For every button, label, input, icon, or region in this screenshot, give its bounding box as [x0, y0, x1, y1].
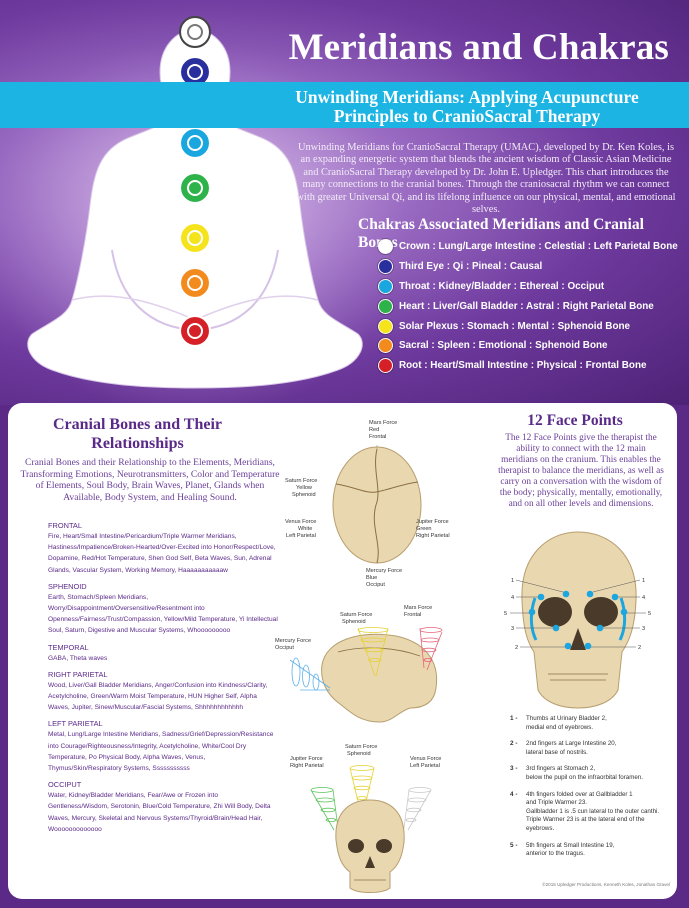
chakra-legend: Crown : Lung/Large Intestine : Celestial… — [378, 237, 678, 376]
bone-title: TEMPORAL — [48, 642, 89, 652]
face-points-intro: The 12 Face Points give the therapist th… — [498, 433, 664, 509]
chakra-legend-item: Sacral : Spleen : Emotional : Sphenoid B… — [378, 336, 678, 356]
bone-title: FRONTAL — [48, 521, 82, 530]
bone-title: RIGHT PARIETAL — [48, 669, 108, 679]
face-points-heading: 12 Face Points — [527, 412, 623, 429]
chakra-legend-item: Throat : Kidney/Bladder : Ethereal : Occ… — [378, 277, 678, 297]
heart-chakra-icon — [179, 172, 211, 204]
copyright: ©2015 Upledger Productions, Kenneth Kole… — [542, 882, 670, 887]
bone-description: Earth, Stomach/Spleen Meridians, Worry/D… — [48, 593, 278, 635]
cranial-bone-item: LEFT PARIETAL Metal, Lung/Large Intestine… — [48, 719, 278, 774]
chakra-legend-item: Crown : Lung/Large Intestine : Celestial… — [378, 237, 678, 257]
cranial-bones-list: FRONTAL Fire, Heart/Small Intestine/Peric… — [48, 521, 278, 841]
bone-description: Fire, Heart/Small Intestine/Pericardium/… — [48, 533, 276, 574]
solar-plexus-icon — [378, 318, 393, 334]
cranial-bones-intro: Cranial Bones and their Relationship to … — [20, 457, 280, 503]
face-point-item: 2 - 2nd fingers at Large Intestine 20, la… — [510, 740, 670, 757]
crown-icon — [378, 239, 393, 255]
chakra-label: Throat : Kidney/Bladder : Ethereal : Occ… — [399, 280, 605, 292]
cranial-bones-heading: Cranial Bones and Their Relationships — [52, 416, 223, 452]
bone-description: Water, Kidney/Bladder Meridians, Fear/Aw… — [48, 792, 271, 833]
face-point-num: 2 - — [510, 740, 518, 748]
chakra-label: Crown : Lung/Large Intestine : Celestial… — [399, 241, 678, 253]
cranial-bone-item: OCCIPUT Water, Kidney/Bladder Meridians, … — [48, 780, 278, 835]
throat-icon — [378, 278, 393, 294]
bone-title: OCCIPUT — [48, 780, 82, 790]
third-eye-icon — [378, 259, 393, 275]
chakra-legend-item: Heart : Liver/Gall Bladder : Astral : Ri… — [378, 296, 678, 316]
throat-chakra-icon — [179, 127, 211, 159]
cranial-bone-item: TEMPORAL GABA, Theta waves — [48, 643, 278, 664]
chakra-legend-item: Root : Heart/Small Intestine : Physical … — [378, 356, 678, 376]
meditating-figure — [0, 29, 405, 405]
subtitle-banner — [0, 82, 689, 128]
face-point-text: 5th fingers at Small Intestine 19, anter… — [526, 841, 615, 858]
chakra-panel — [0, 0, 689, 405]
face-point-num: 4 - — [510, 790, 518, 798]
root-icon — [378, 358, 393, 374]
bone-description: Metal, Lung/Large Intestine Meridians, S… — [48, 731, 274, 773]
face-point-num: 1 - — [510, 715, 518, 722]
cranial-bone-item: SPHENOID Earth, Stomach/Spleen Meridians,… — [48, 582, 278, 637]
bone-title: SPHENOID — [48, 581, 87, 591]
sacral-chakra-icon — [179, 267, 211, 299]
chakra-label: Solar Plexus : Stomach : Mental : Spheno… — [399, 320, 630, 332]
sacral-icon — [378, 338, 393, 354]
heart-icon — [378, 298, 393, 314]
face-point-text: 4th fingers folded over at Gallbladder 1… — [526, 790, 660, 832]
page-title: Meridians and Chakras — [288, 27, 669, 68]
face-point-text: Thumbs at Urinary Bladder 2, medial end … — [526, 715, 607, 731]
face-point-item: 5 - 5th fingers at Small Intestine 19, an… — [510, 842, 670, 859]
crown-chakra-icon — [179, 16, 211, 48]
chakra-legend-item: Third Eye : Qi : Pineal : Causal — [378, 257, 678, 277]
face-point-item: 1 - Thumbs at Urinary Bladder 2, medial e… — [510, 715, 670, 732]
face-point-num: 5 - — [510, 841, 518, 849]
chakra-label: Sacral : Spleen : Emotional : Sphenoid B… — [399, 340, 608, 352]
face-point-text: 2nd fingers at Large Intestine 20, later… — [526, 740, 617, 756]
chakra-label: Root : Heart/Small Intestine : Physical … — [399, 360, 647, 372]
bone-description: Wood, Liver/Gall Bladder Meridians, Ange… — [48, 681, 268, 712]
face-point-item: 4 - 4th fingers folded over at Gallbladde… — [510, 791, 670, 834]
subtitle: Unwinding Meridians: Applying Acupunctur… — [295, 87, 639, 126]
face-points-list: 1 - Thumbs at Urinary Bladder 2, medial e… — [510, 715, 670, 867]
chakra-legend-item: Solar Plexus : Stomach : Mental : Spheno… — [378, 316, 678, 336]
face-point-item: 3 - 3rd fingers at Stomach 2, below the p… — [510, 765, 670, 782]
chakra-label: Heart : Liver/Gall Bladder : Astral : Ri… — [399, 300, 654, 312]
chakra-label: Third Eye : Qi : Pineal : Causal — [399, 261, 543, 273]
face-point-num: 3 - — [510, 765, 518, 773]
root-chakra-icon — [179, 315, 211, 347]
bone-title: LEFT PARIETAL — [48, 719, 103, 729]
face-point-text: 3rd fingers at Stomach 2, below the pupi… — [526, 765, 643, 781]
bone-description: GABA, Theta waves — [48, 654, 108, 662]
intro-paragraph: Unwinding Meridians for CranioSacral The… — [296, 142, 676, 216]
cranial-bone-item: FRONTAL Fire, Heart/Small Intestine/Peric… — [48, 521, 278, 576]
solar-plexus-chakra-icon — [179, 222, 211, 254]
cranial-bone-item: RIGHT PARIETAL Wood, Liver/Gall Bladder M… — [48, 670, 278, 714]
